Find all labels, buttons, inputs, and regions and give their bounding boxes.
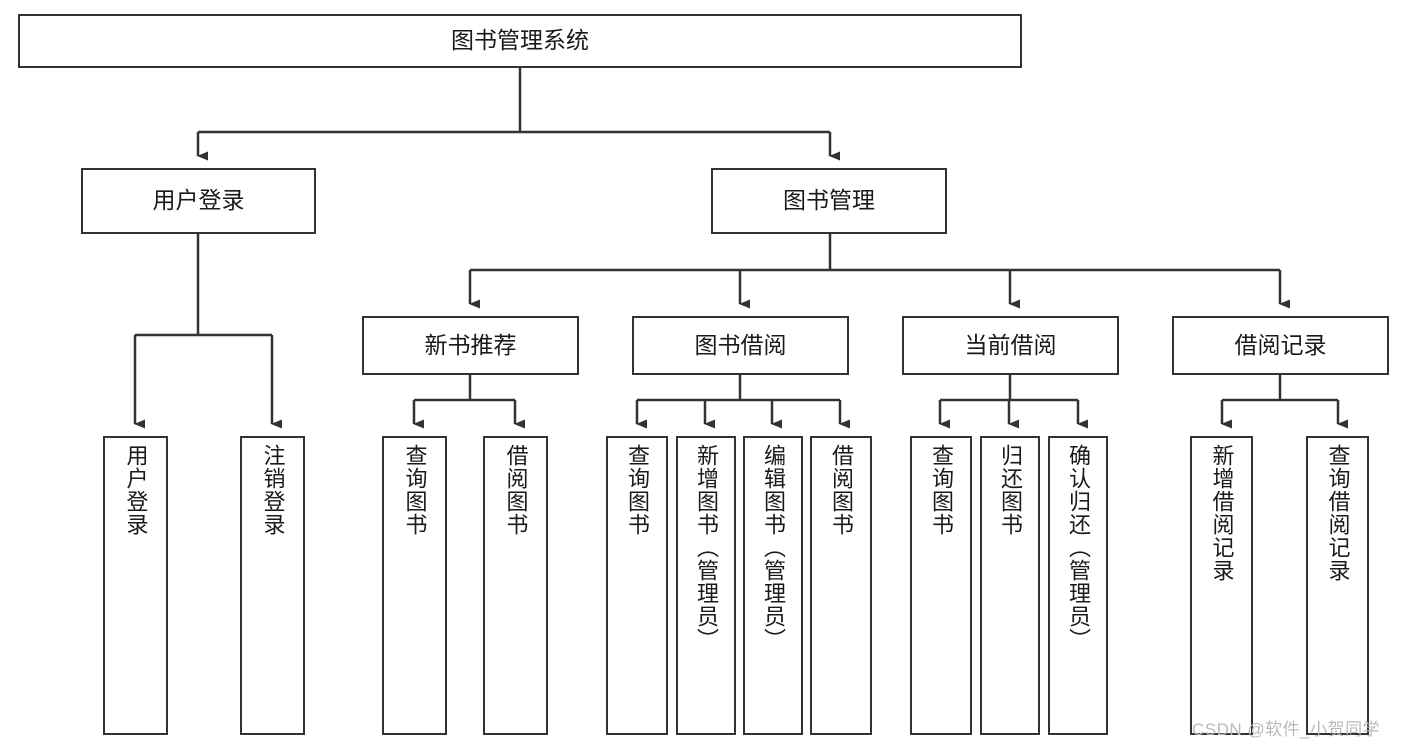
node-label: 图书借阅 — [694, 331, 787, 358]
node-label: 新增图书（管理员） — [694, 444, 719, 651]
node-label: 注销登录 — [260, 444, 286, 536]
node-new-book-recommend[interactable]: 新书推荐 — [362, 316, 579, 375]
node-label: 查询图书 — [625, 444, 650, 536]
node-label: 编辑图书（管理员） — [761, 444, 786, 651]
leaf-user-login-logout[interactable]: 注销登录 — [240, 436, 305, 735]
node-label: 借阅记录 — [1234, 331, 1327, 358]
node-current-borrow[interactable]: 当前借阅 — [902, 316, 1119, 375]
leaf-borrow-book-add-admin[interactable]: 新增图书（管理员） — [676, 436, 736, 735]
node-label: 查询借阅记录 — [1325, 444, 1351, 582]
node-label: 当前借阅 — [964, 331, 1057, 358]
node-root-system[interactable]: 图书管理系统 — [18, 14, 1022, 68]
leaf-current-borrow-query[interactable]: 查询图书 — [910, 436, 972, 735]
node-label: 新书推荐 — [424, 331, 517, 358]
node-label: 借阅图书 — [829, 444, 854, 536]
node-label: 用户登录 — [152, 187, 245, 214]
leaf-user-login-login[interactable]: 用户登录 — [103, 436, 168, 735]
node-label: 图书管理 — [783, 187, 875, 214]
leaf-borrow-record-add[interactable]: 新增借阅记录 — [1190, 436, 1253, 735]
node-user-login[interactable]: 用户登录 — [81, 168, 316, 234]
node-label: 借阅图书 — [503, 444, 529, 536]
node-label: 用户登录 — [123, 444, 149, 536]
node-label: 查询图书 — [402, 444, 428, 536]
leaf-new-book-query[interactable]: 查询图书 — [382, 436, 447, 735]
leaf-borrow-book-borrow[interactable]: 借阅图书 — [810, 436, 872, 735]
node-book-management[interactable]: 图书管理 — [711, 168, 947, 234]
node-label: 查询图书 — [929, 444, 954, 536]
leaf-current-borrow-return[interactable]: 归还图书 — [980, 436, 1040, 735]
node-label: 新增借阅记录 — [1209, 444, 1235, 582]
leaf-borrow-book-query[interactable]: 查询图书 — [606, 436, 668, 735]
node-label: 图书管理系统 — [451, 27, 589, 54]
leaf-borrow-book-edit-admin[interactable]: 编辑图书（管理员） — [743, 436, 803, 735]
node-label: 归还图书 — [998, 444, 1023, 536]
node-borrow-record[interactable]: 借阅记录 — [1172, 316, 1389, 375]
leaf-borrow-record-query[interactable]: 查询借阅记录 — [1306, 436, 1369, 735]
leaf-new-book-borrow[interactable]: 借阅图书 — [483, 436, 548, 735]
node-label: 确认归还（管理员） — [1066, 444, 1091, 651]
csdn-watermark: CSDN @软件_小贺同学 — [1192, 720, 1381, 739]
leaf-current-borrow-confirm-admin[interactable]: 确认归还（管理员） — [1048, 436, 1108, 735]
node-book-borrow[interactable]: 图书借阅 — [632, 316, 849, 375]
